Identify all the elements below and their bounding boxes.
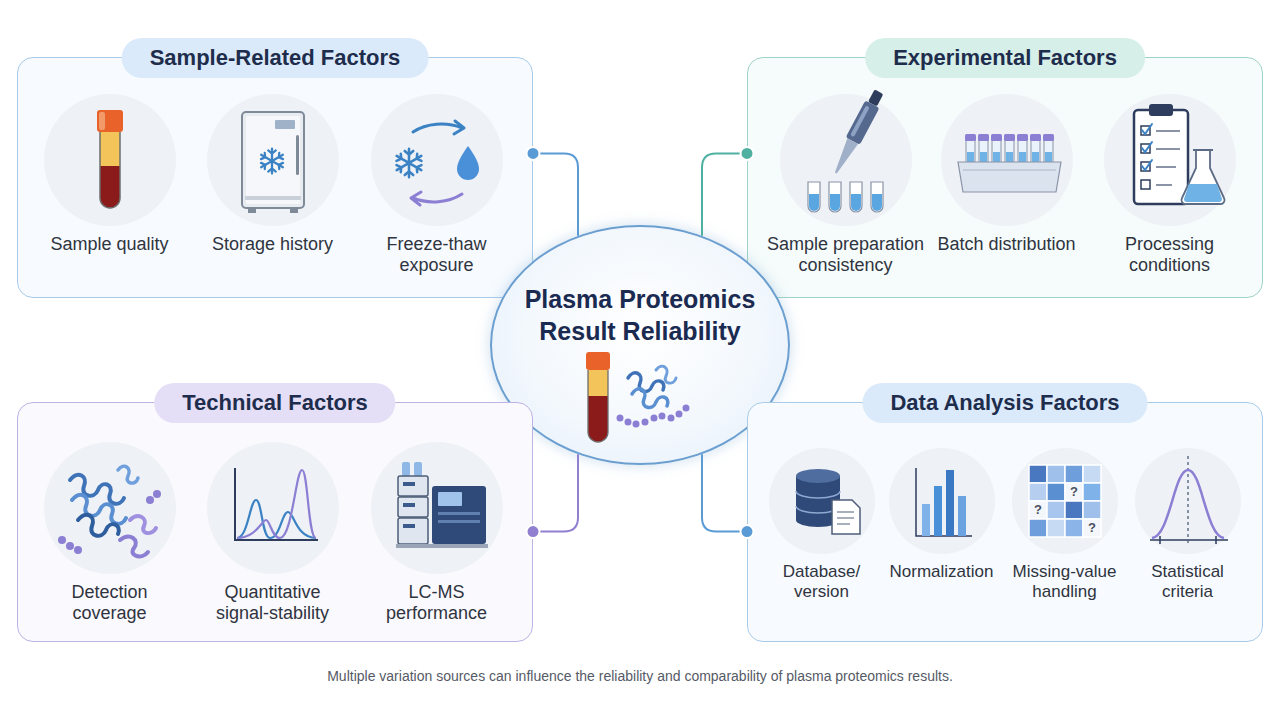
database-icon: [796, 469, 860, 534]
figure-caption: Multiple variation sources can influence…: [0, 668, 1280, 684]
central-ellipse: Plasma Proteomics Result Reliability: [490, 225, 790, 465]
factor-icon-node: LC-MS performance: [371, 442, 503, 624]
factor-label: Statistical criteria: [1135, 562, 1241, 602]
factor-icon-node: Missing-value handling: [1005, 448, 1125, 604]
factor-icon-node: Detection coverage: [44, 442, 176, 624]
central-title: Plasma Proteomics Result Reliability: [512, 283, 768, 347]
icon-circle: [371, 94, 503, 226]
factor-label: Freeze-thaw exposure: [371, 234, 503, 276]
center-illustration: [586, 352, 690, 442]
icon-circle: [207, 442, 339, 574]
icon-circle: [1104, 94, 1236, 226]
icon-circle: [207, 94, 339, 226]
freeze-thaw-icon: [397, 121, 479, 205]
factor-label: Sample preparation consistency: [761, 234, 931, 276]
icon-circle: [371, 442, 503, 574]
factor-group-box: Data Analysis FactorsDatabase/ versionNo…: [747, 402, 1263, 642]
factor-label: Missing-value handling: [1005, 562, 1125, 602]
connector-dot: [741, 147, 754, 160]
factor-group-box: Experimental FactorsSample preparation c…: [747, 57, 1263, 298]
icon-circle: [889, 448, 995, 554]
icon-circle: [1012, 448, 1118, 554]
factor-label: Normalization: [879, 562, 1004, 582]
factor-label: Sample quality: [35, 234, 185, 255]
pipette-icon: [808, 88, 886, 212]
blood-tube-icon: [97, 110, 123, 208]
factor-label: Batch distribution: [919, 234, 1094, 255]
factor-icon-node: Normalization: [879, 448, 1004, 604]
factor-label: Storage history: [198, 234, 348, 255]
factor-label: Database/ version: [769, 562, 875, 602]
factor-label: LC-MS performance: [371, 582, 503, 624]
icon-circle: [44, 94, 176, 226]
freezer-icon: [242, 112, 304, 213]
bar-chart-icon: [916, 468, 972, 536]
group-heading: Data Analysis Factors: [862, 383, 1147, 423]
factor-group-box: Sample-Related FactorsSample qualityStor…: [17, 57, 533, 298]
connector-dot: [527, 525, 540, 538]
group-heading: Sample-Related Factors: [122, 38, 429, 78]
connector-line: [702, 153, 747, 235]
icon-circle: [1135, 448, 1241, 554]
factor-icon-node: Sample quality: [35, 94, 185, 276]
data-grid-icon: [1029, 465, 1101, 537]
connector-dot: [527, 147, 540, 160]
factor-label: Quantitative signal-stability: [198, 582, 348, 624]
connector-dot: [741, 525, 754, 538]
factor-icon-node: Quantitative signal-stability: [198, 442, 348, 624]
bell-curve-icon: [1150, 456, 1228, 544]
icon-circle: [769, 448, 875, 554]
lc-ms-instrument-icon: [396, 462, 488, 548]
factor-label: Detection coverage: [44, 582, 176, 624]
clipboard-icon: [1134, 104, 1225, 204]
connector-line: [533, 153, 578, 235]
factor-icon-node: Storage history: [198, 94, 348, 276]
signal-peaks-icon: [235, 468, 318, 540]
protein-structure-icon: [58, 466, 161, 556]
factor-group-box: Technical FactorsDetection coverageQuant…: [17, 402, 533, 642]
factor-label: Processing conditions: [1104, 234, 1236, 276]
icon-circle: [941, 94, 1073, 226]
factor-icon-node: Batch distribution: [919, 94, 1094, 276]
factor-icon-node: Database/ version: [769, 448, 875, 604]
factor-icon-node: Freeze-thaw exposure: [371, 94, 503, 276]
group-heading: Technical Factors: [154, 383, 395, 423]
connector-line: [533, 454, 578, 531]
factor-icon-node: Processing conditions: [1104, 94, 1236, 276]
icon-circle: [44, 442, 176, 574]
group-heading: Experimental Factors: [865, 38, 1145, 78]
icon-circle: [780, 94, 912, 226]
factor-icon-node: Statistical criteria: [1135, 448, 1241, 604]
factor-icon-node: Sample preparation consistency: [761, 94, 931, 276]
tube-rack-icon: [958, 134, 1061, 192]
connector-line: [702, 454, 747, 531]
